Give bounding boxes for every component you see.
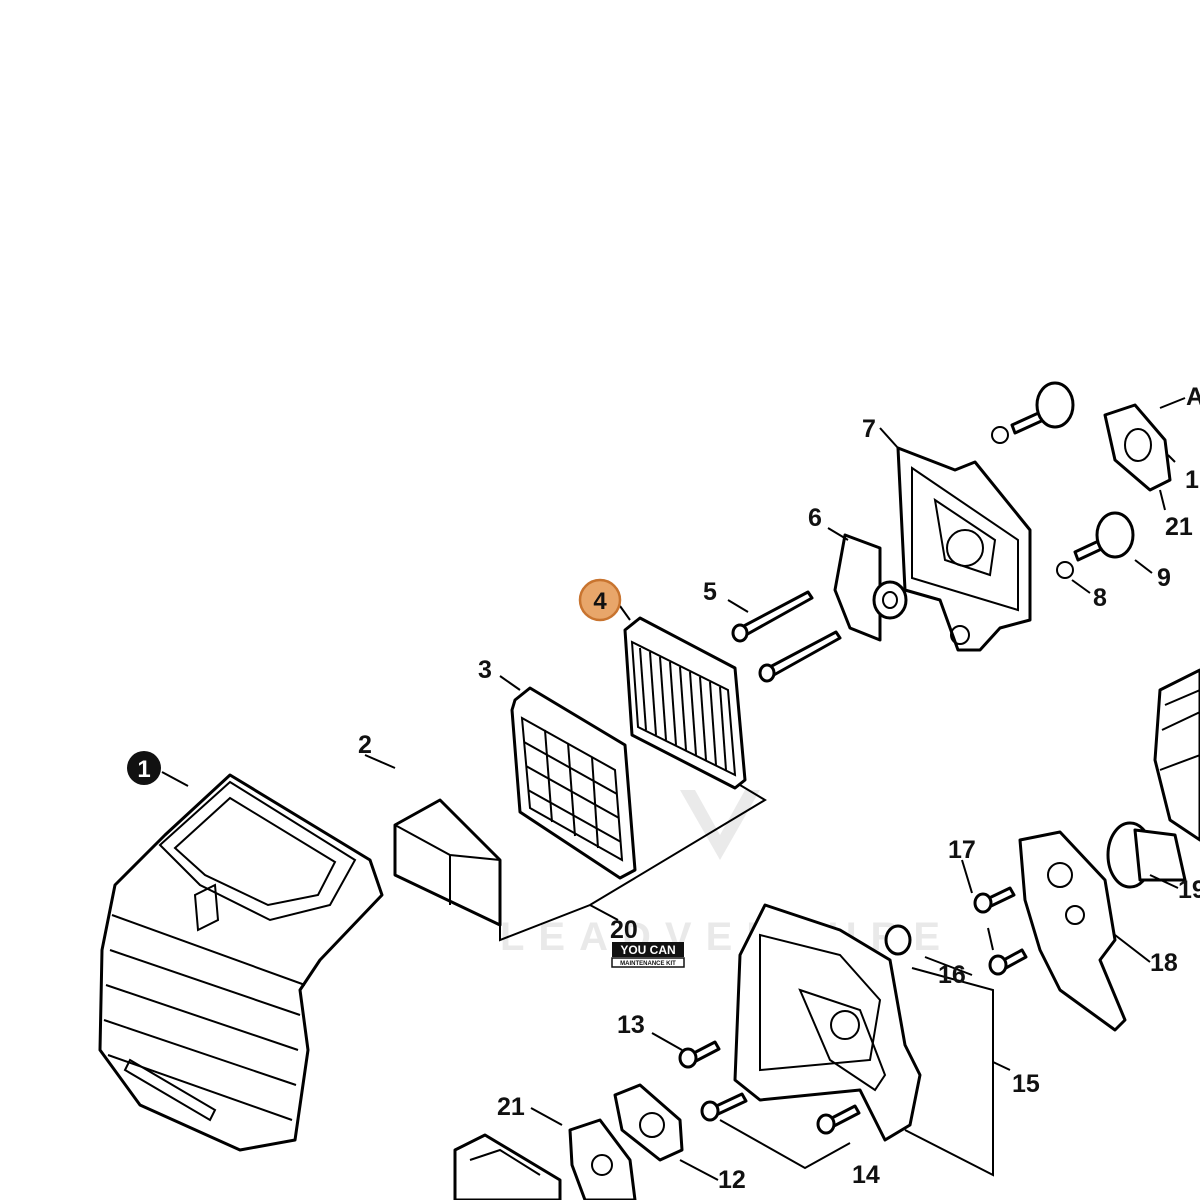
part-base-housing[interactable] <box>733 903 922 1142</box>
callout-7[interactable]: 7 <box>862 415 876 443</box>
callout-21-top[interactable]: 21 <box>1165 513 1193 541</box>
callout-A[interactable]: A <box>1186 383 1200 411</box>
part-bottom-gasket[interactable] <box>568 1118 637 1200</box>
callout-1-text: 1 <box>137 756 150 783</box>
part-carb-plate[interactable] <box>1018 830 1127 1032</box>
callout-19[interactable]: 19 <box>1178 876 1200 904</box>
callout-17[interactable]: 17 <box>948 836 976 864</box>
part-foam-filter[interactable] <box>393 798 502 927</box>
callout-12[interactable]: 12 <box>718 1166 746 1194</box>
part-pleated-filter[interactable] <box>623 616 747 790</box>
callout-6[interactable]: 6 <box>808 504 822 532</box>
callout-18[interactable]: 18 <box>1150 949 1178 977</box>
part-knob-upper[interactable] <box>991 381 1075 444</box>
kit-logo-line2: MAINTENANCE KIT <box>620 961 676 967</box>
part-cover[interactable] <box>98 773 384 1152</box>
kit-logo-line1: YOU CAN <box>620 943 675 957</box>
callout-8[interactable]: 8 <box>1093 584 1107 612</box>
callout-13[interactable]: 13 <box>617 1011 645 1039</box>
part-screws-14[interactable] <box>700 1092 861 1135</box>
part-flange[interactable] <box>613 1083 684 1162</box>
callout-4-highlighted[interactable]: 4 <box>578 578 622 622</box>
part-screw-13[interactable] <box>678 1040 721 1069</box>
leader-lines <box>161 397 1186 1181</box>
callout-9[interactable]: 9 <box>1157 564 1171 592</box>
part-screws-small[interactable] <box>973 886 1028 976</box>
callout-20[interactable]: 20 <box>610 916 638 944</box>
maintenance-kit-logo: YOU CAN MAINTENANCE KIT <box>611 942 685 968</box>
part-filter-frame[interactable] <box>510 686 637 880</box>
grid-cells <box>520 716 624 862</box>
pleats <box>639 647 727 771</box>
part-intake-manifold[interactable] <box>1106 821 1187 889</box>
part-gasket[interactable] <box>833 533 908 642</box>
part-cylinder[interactable] <box>1153 668 1200 842</box>
callout-21-bottom[interactable]: 21 <box>497 1093 525 1121</box>
kit-boundary <box>364 754 767 942</box>
bracket-14 <box>719 1119 851 1170</box>
part-top-gasket[interactable] <box>1103 403 1172 492</box>
part-screws-long[interactable] <box>731 590 842 683</box>
callout-5[interactable]: 5 <box>703 578 717 606</box>
callout-15[interactable]: 15 <box>1012 1070 1040 1098</box>
callout-3[interactable]: 3 <box>478 656 492 684</box>
part-carburetor[interactable] <box>453 1133 562 1200</box>
callout-14[interactable]: 14 <box>852 1161 880 1189</box>
bracket-15 <box>904 967 1011 1177</box>
part-knob-lower[interactable] <box>1056 511 1135 579</box>
callout-16[interactable]: 16 <box>938 961 966 989</box>
callout-2[interactable]: 2 <box>358 731 372 759</box>
callout-1[interactable]: 1 <box>127 751 161 785</box>
callout-10[interactable]: 1 <box>1185 466 1199 494</box>
callout-4-text: 4 <box>593 588 607 615</box>
part-spacer[interactable] <box>884 924 912 956</box>
part-filter-housing[interactable] <box>896 446 1032 652</box>
